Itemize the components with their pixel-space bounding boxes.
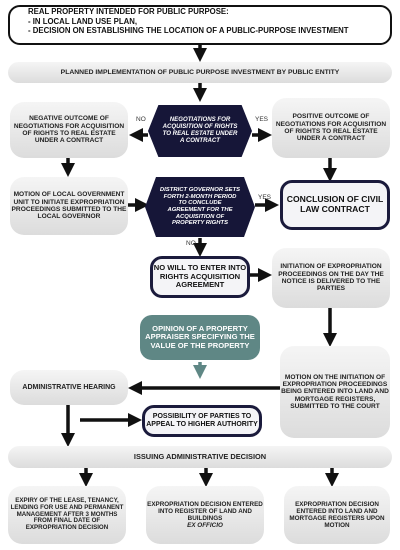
decision-mortgage-box: EXPROPRIATION DECISION ENTERED INTO LAND… — [284, 486, 390, 544]
title-line-3: - DECISION ON ESTABLISHING THE LOCATION … — [28, 26, 349, 36]
planned-implementation-text: PLANNED IMPLEMENTATION OF PUBLIC PURPOSE… — [60, 68, 340, 76]
no-will-box: NO WILL TO ENTER INTO RIGHTS ACQUISITION… — [150, 256, 250, 298]
district-governor-text: DISTRICT GOVERNOR SETS FORTH 2-MONTH PER… — [159, 187, 241, 227]
title-line-2: - IN LOCAL LAND USE PLAN, — [28, 16, 138, 26]
conclusion-box: CONCLUSION OF CIVIL LAW CONTRACT — [280, 180, 390, 230]
initiation-box: INITIATION OF EXPROPRIATION PROCEEDINGS … — [272, 248, 390, 308]
negotiations-text: NEGOTIATIONS FOR ACQUISITION OF RIGHTS T… — [162, 116, 238, 144]
positive-outcome-box: POSITIVE OUTCOME OF NEGOTIATIONS FOR ACQ… — [272, 98, 390, 158]
administrative-hearing-box: ADMINISTRATIVE HEARING — [10, 370, 128, 405]
issuing-decision-text: ISSUING ADMINISTRATIVE DECISION — [133, 451, 267, 461]
conclusion-text: CONCLUSION OF CIVIL LAW CONTRACT — [286, 194, 384, 214]
issuing-decision-box: ISSUING ADMINISTRATIVE DECISION — [8, 446, 392, 468]
motion-local-text: MOTION OF LOCAL GOVERNMENT UNIT TO INITI… — [11, 191, 127, 221]
label-yes-district: YES — [258, 194, 272, 201]
title-line-1: REAL PROPERTY INTENDED FOR PUBLIC PURPOS… — [28, 7, 229, 16]
appeal-box: POSSIBILITY OF PARTIES TO APPEAL TO HIGH… — [142, 405, 262, 437]
opinion-text: OPINION OF A PROPERTY APPRAISER SPECIFYI… — [145, 323, 255, 350]
initiation-text: INITIATION OF EXPROPRIATION PROCEEDINGS … — [278, 263, 384, 293]
expiry-text: EXPIRY OF THE LEASE, TENANCY, LENDING FO… — [10, 496, 124, 532]
district-governor-hexagon: DISTRICT GOVERNOR SETS FORTH 2-MONTH PER… — [145, 177, 255, 237]
positive-outcome-text: POSITIVE OUTCOME OF NEGOTIATIONS FOR ACQ… — [275, 113, 387, 143]
no-will-text: NO WILL TO ENTER INTO RIGHTS ACQUISITION… — [153, 263, 247, 290]
motion-local-box: MOTION OF LOCAL GOVERNMENT UNIT TO INITI… — [10, 177, 128, 235]
negotiations-hexagon: NEGOTIATIONS FOR ACQUISITION OF RIGHTS T… — [148, 105, 252, 157]
decision-register-box: EXPROPRIATION DECISION ENTERED INTO REGI… — [146, 486, 264, 544]
label-no-negotiations: NO — [136, 116, 146, 123]
label-no-district: NO — [186, 240, 196, 247]
label-yes-negotiations: YES — [255, 116, 269, 123]
decision-mortgage-text: EXPROPRIATION DECISION ENTERED INTO LAND… — [289, 500, 385, 530]
decision-register-ex-officio: EX OFFICIO — [187, 522, 223, 530]
administrative-hearing-text: ADMINISTRATIVE HEARING — [22, 383, 116, 391]
appeal-text: POSSIBILITY OF PARTIES TO APPEAL TO HIGH… — [146, 413, 258, 428]
motion-initiation-box: MOTION ON THE INITIATION OF EXPROPRIATIO… — [280, 346, 390, 438]
negative-outcome-text: NEGATIVE OUTCOME OF NEGOTIATIONS FOR ACQ… — [13, 115, 125, 145]
opinion-box: OPINION OF A PROPERTY APPRAISER SPECIFYI… — [140, 315, 260, 360]
title-box: REAL PROPERTY INTENDED FOR PUBLIC PURPOS… — [8, 5, 392, 45]
decision-register-text: EXPROPRIATION DECISION ENTERED INTO REGI… — [147, 500, 263, 522]
negative-outcome-box: NEGATIVE OUTCOME OF NEGOTIATIONS FOR ACQ… — [10, 102, 128, 158]
planned-implementation-box: PLANNED IMPLEMENTATION OF PUBLIC PURPOSE… — [8, 62, 392, 83]
expiry-box: EXPIRY OF THE LEASE, TENANCY, LENDING FO… — [8, 486, 126, 544]
motion-initiation-text: MOTION ON THE INITIATION OF EXPROPRIATIO… — [281, 373, 389, 411]
